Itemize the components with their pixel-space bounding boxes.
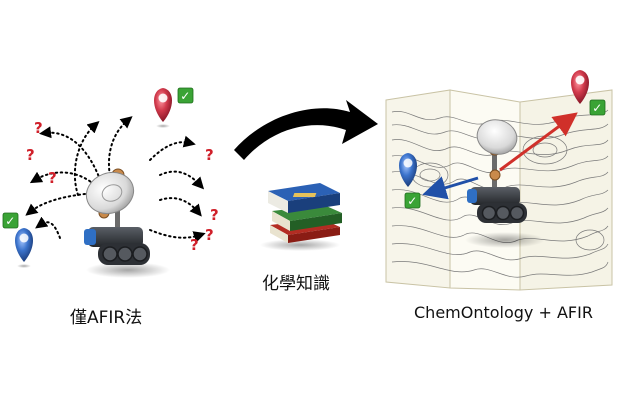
right-panel: ✓ ✓ (385, 70, 613, 291)
dotted-path (39, 126, 103, 186)
left-panel: ? ? ? ? ? ? ? ✓ ✓ (2, 87, 219, 278)
map-pin-icon (399, 153, 417, 187)
check-badge: ✓ (404, 192, 421, 209)
question-marks: ? ? ? ? ? ? ? (26, 119, 219, 254)
dotted-path (159, 197, 202, 217)
dotted-path (25, 192, 96, 216)
question-mark: ? (34, 119, 43, 137)
blue-pin-left (15, 228, 33, 268)
map-pin-icon (571, 70, 589, 104)
check-icon: ✓ (5, 214, 15, 228)
red-pin-left (154, 88, 172, 128)
check-badge: ✓ (177, 87, 194, 104)
robot-rover-icon (465, 119, 545, 248)
directed-arrows (422, 112, 578, 200)
dotted-path (159, 170, 205, 190)
caption-chemontology-afir: ChemOntology + AFIR (414, 303, 593, 322)
dotted-path (73, 121, 100, 196)
red-arrow (499, 112, 578, 172)
red-pin-right (571, 70, 589, 104)
caption-afir-only: 僅AFIR法 (70, 308, 143, 328)
dotted-path (149, 229, 206, 243)
map-pin-icon (15, 228, 33, 262)
question-mark: ? (26, 146, 35, 164)
blue-pin-right (399, 153, 417, 187)
dotted-path (149, 135, 196, 161)
map-pin-icon (154, 88, 172, 122)
check-badge: ✓ (589, 99, 606, 116)
question-mark: ? (190, 236, 199, 254)
robot-rover-icon (84, 168, 170, 278)
books-icon (260, 183, 342, 251)
check-icon: ✓ (407, 194, 417, 208)
check-icon: ✓ (592, 101, 602, 115)
curved-arrow-icon (234, 100, 378, 160)
check-icon: ✓ (180, 89, 190, 103)
dotted-path (29, 171, 99, 189)
question-mark: ? (205, 146, 214, 164)
check-badge: ✓ (2, 212, 19, 229)
caption-chemical-knowledge: 化學知識 (262, 274, 330, 294)
question-mark: ? (210, 206, 219, 224)
transition-arrow (234, 100, 378, 160)
dotted-path (35, 216, 61, 239)
blue-arrow (422, 176, 479, 200)
question-mark: ? (205, 226, 214, 244)
question-mark: ? (48, 169, 57, 187)
